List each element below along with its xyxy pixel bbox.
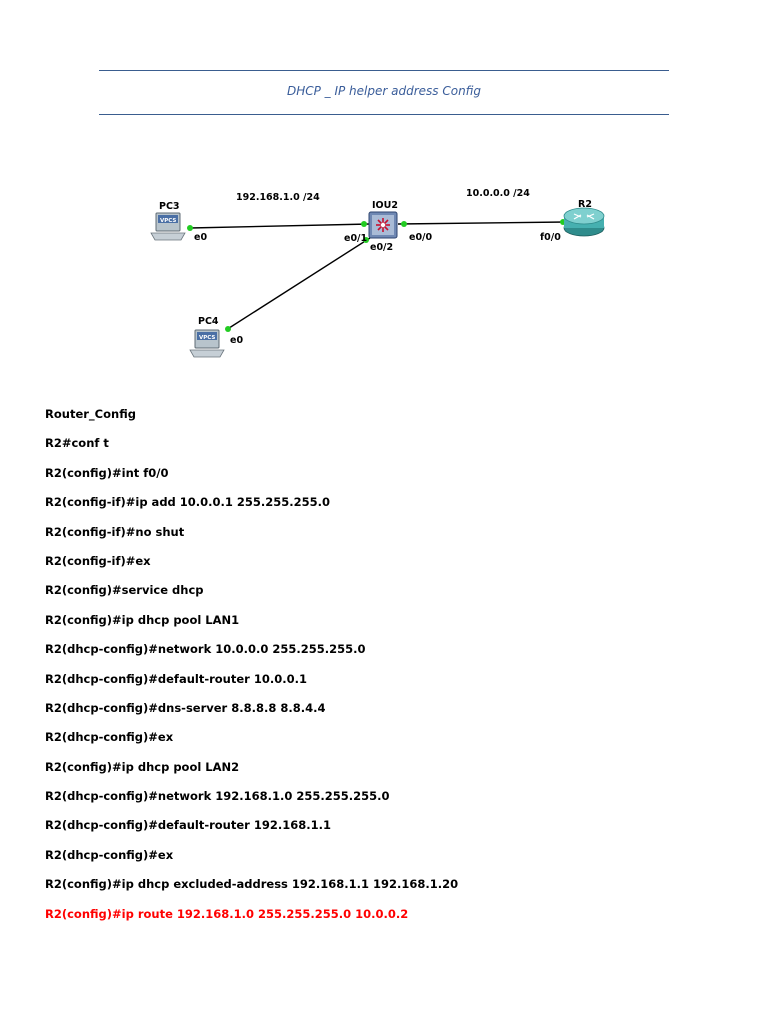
switch-label: IOU2	[372, 200, 398, 211]
network-topology-diagram: VPCS PC3 e0 VPCS PC4 e0 IOU2 e0/1 e0/2 e…	[150, 188, 605, 358]
config-line: R2(config-if)#ex	[45, 553, 151, 568]
config-heading: Router_Config	[45, 407, 136, 421]
port-dot-switch-e0-2	[363, 237, 369, 243]
switch-port-e0-1-label: e0/1	[344, 233, 367, 244]
pc4-node: VPCS PC4 e0	[189, 316, 243, 358]
config-line: R2(dhcp-config)#network 192.168.1.0 255.…	[45, 789, 390, 804]
pc4-port-label: e0	[230, 335, 243, 346]
config-line: R2(dhcp-config)#ex	[45, 730, 174, 745]
page-title: DHCP _ IP helper address Config	[286, 84, 482, 98]
link-pc4-switch	[225, 237, 371, 331]
config-line: R2(config-if)#no shut	[45, 524, 185, 539]
subnet-left-label: 192.168.1.0 /24	[236, 192, 320, 203]
port-dot-pc3-e0	[187, 225, 193, 231]
router-icon	[563, 207, 605, 225]
config-line: R2(dhcp-config)#network 10.0.0.0 255.255…	[45, 642, 366, 657]
pc3-node: VPCS PC3 e0	[150, 201, 207, 243]
switch-port-e0-2-label: e0/2	[370, 242, 393, 253]
config-line: R2#conf t	[45, 436, 109, 451]
router-node: R2 f0/0	[540, 199, 605, 243]
config-line: R2(config)#int f0/0	[45, 465, 169, 480]
config-line: R2(config)#service dhcp	[45, 583, 204, 598]
pc3-badge: VPCS	[160, 218, 176, 224]
header-rule-bottom	[99, 114, 669, 115]
header-rule-top	[99, 70, 669, 71]
switch-port-e0-0-label: e0/0	[409, 232, 433, 243]
pc3-port-label: e0	[194, 232, 207, 243]
config-line: R2(dhcp-config)#ex	[45, 847, 174, 862]
port-dot-pc4-e0	[225, 326, 231, 332]
router-port-label: f0/0	[540, 232, 561, 243]
pc3-label: PC3	[159, 201, 180, 212]
config-line: R2(config)#ip dhcp pool LAN2	[45, 759, 240, 774]
config-line: R2(dhcp-config)#default-router 192.168.1…	[45, 818, 331, 833]
config-line: R2(config-if)#ip add 10.0.0.1 255.255.25…	[45, 495, 331, 510]
router-config-section: Router_Config R2#conf t R2(config)#int f…	[45, 405, 725, 934]
switch-node: IOU2 e0/1 e0/2 e0/0	[344, 200, 433, 253]
pc4-badge: VPCS	[199, 335, 215, 341]
config-line: R2(config)#ip dhcp pool LAN1	[45, 612, 240, 627]
config-line: R2(config)#ip dhcp excluded-address 192.…	[45, 877, 459, 892]
subnet-right-label: 10.0.0.0 /24	[466, 188, 530, 199]
config-line: R2(dhcp-config)#dns-server 8.8.8.8 8.8.4…	[45, 700, 326, 715]
port-dot-switch-e0-0	[401, 221, 407, 227]
pc4-label: PC4	[198, 316, 219, 327]
config-line: R2(dhcp-config)#default-router 10.0.0.1	[45, 671, 307, 686]
port-dot-switch-e0-1	[361, 221, 367, 227]
router-label: R2	[578, 199, 592, 210]
link-pc3-switch	[189, 223, 371, 229]
config-line-highlighted: R2(config)#ip route 192.168.1.0 255.255.…	[45, 906, 409, 921]
link-switch-router	[397, 221, 567, 225]
